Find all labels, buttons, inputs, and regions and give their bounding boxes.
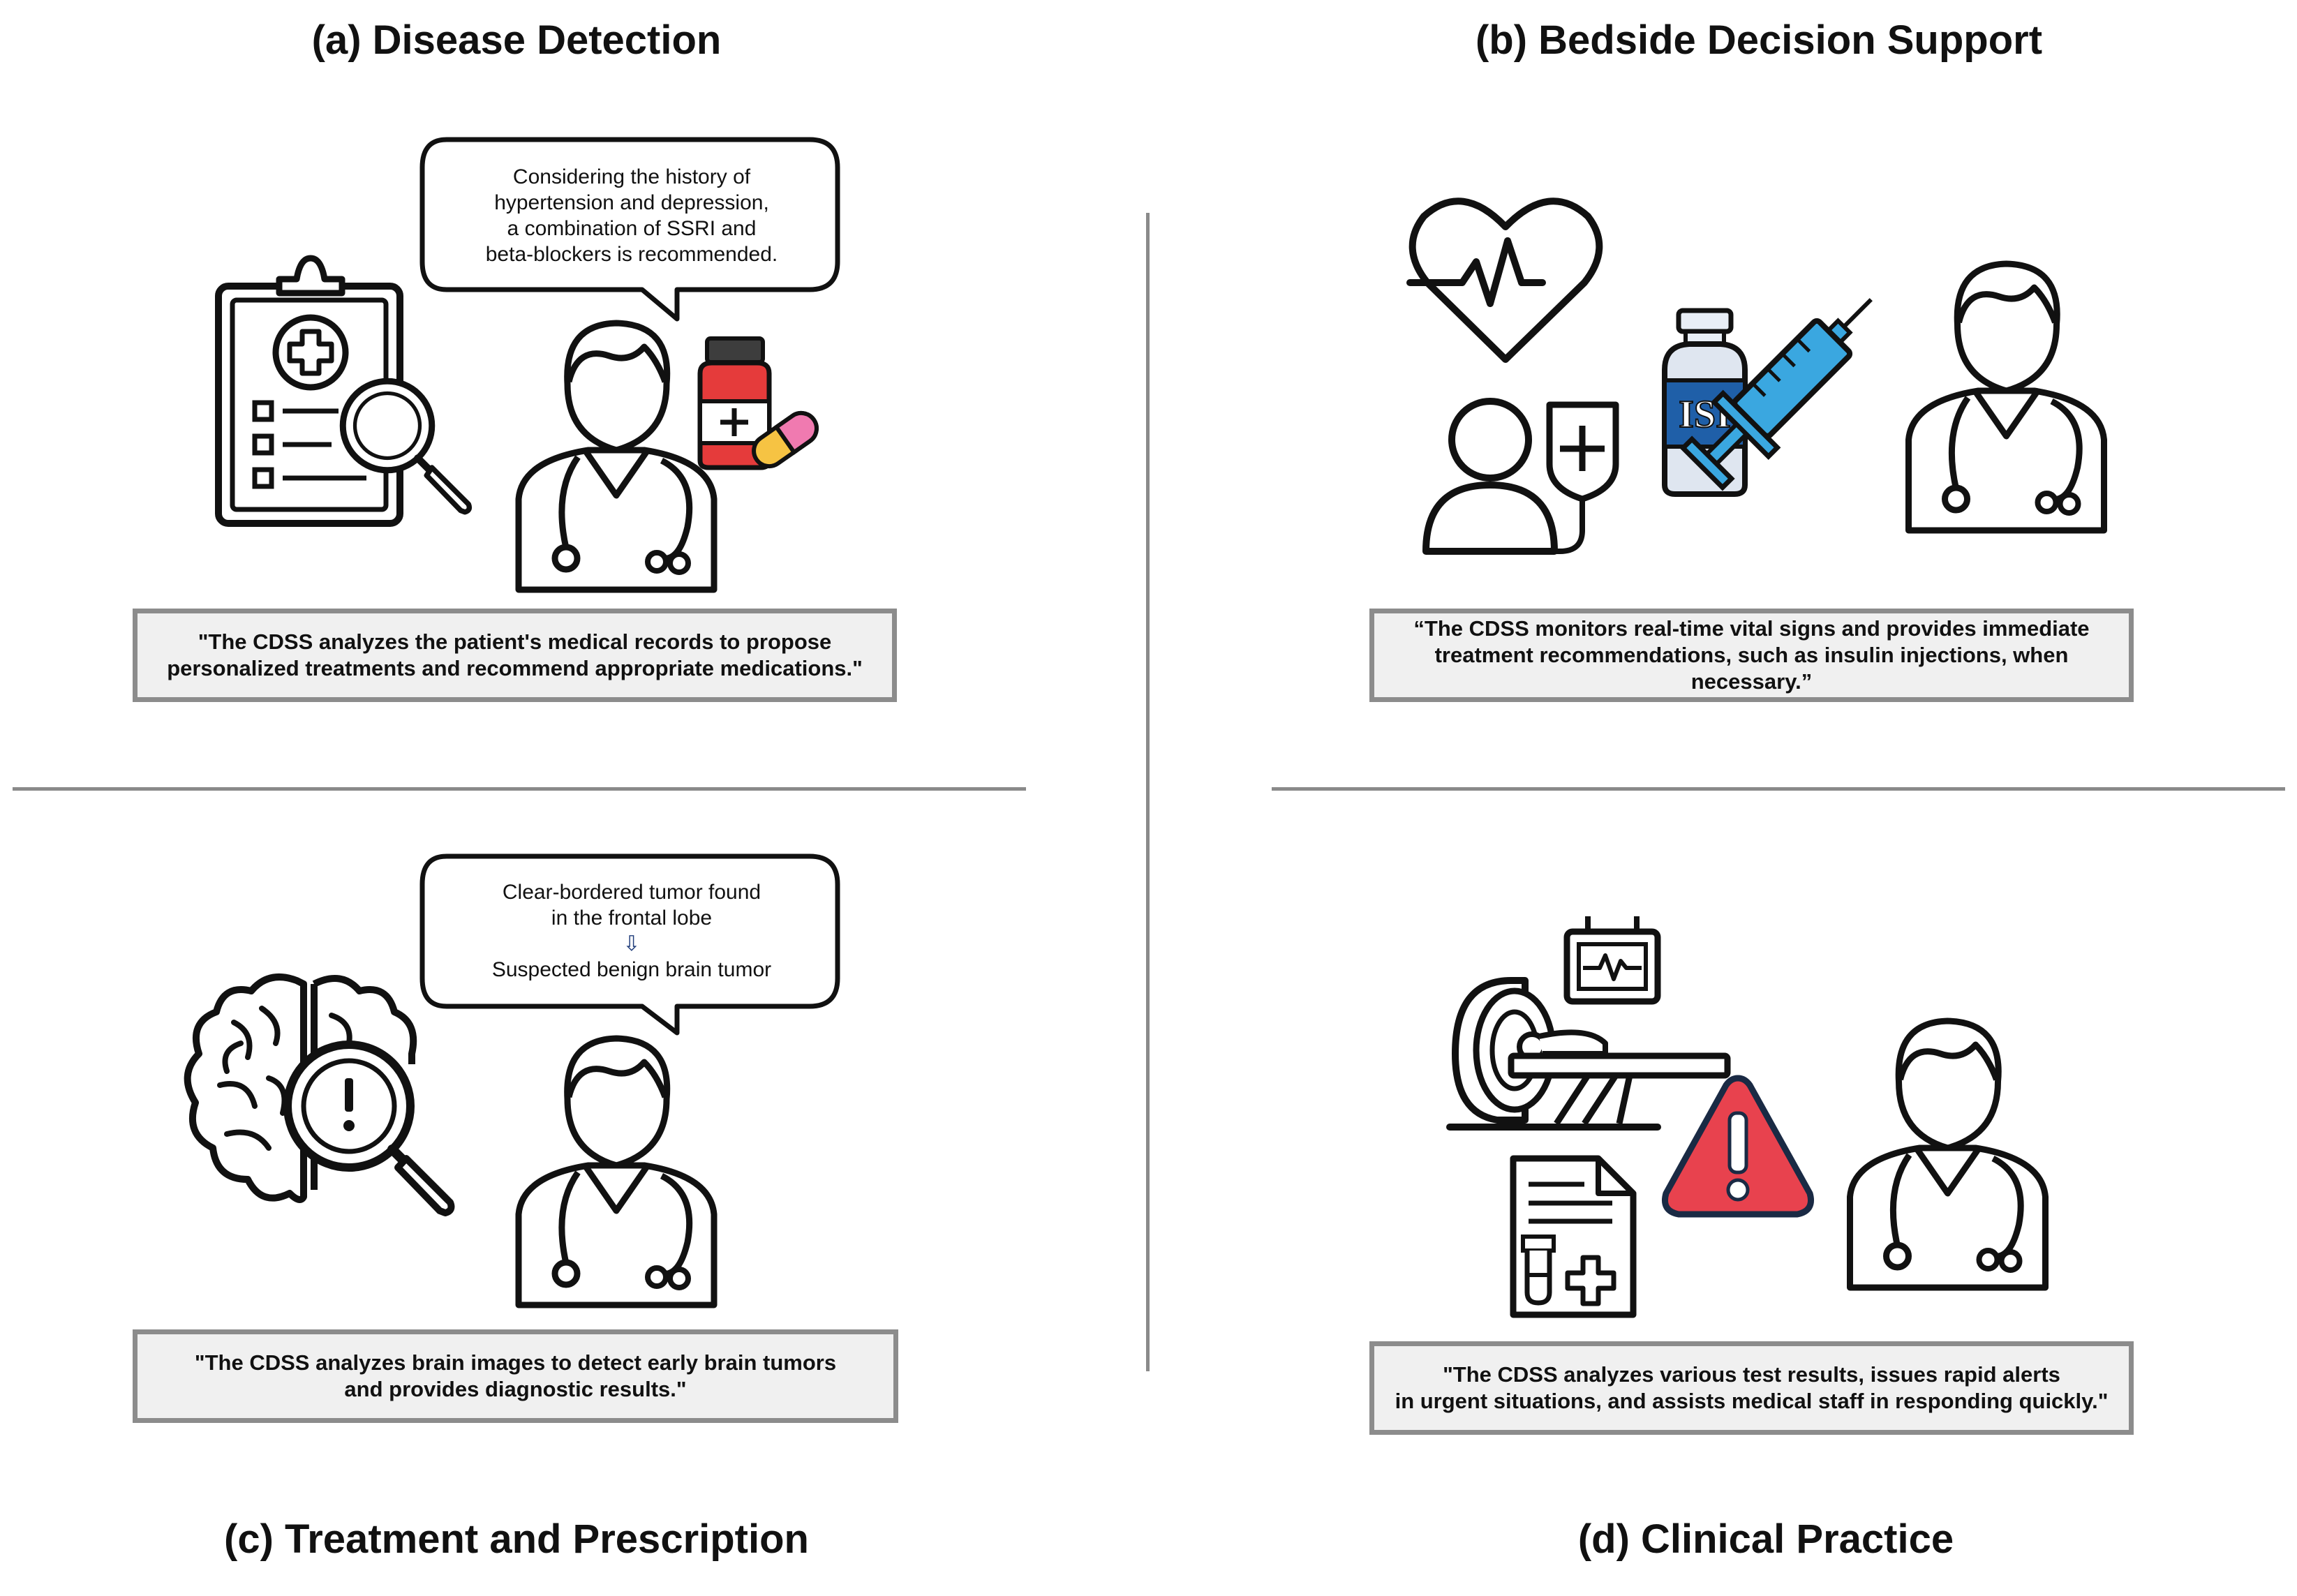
panel-b-title: (b) Bedside Decision Support — [1475, 17, 2043, 63]
horizontal-divider-right — [1272, 787, 2285, 791]
panel-d-title: (d) Clinical Practice — [1577, 1516, 1954, 1562]
caption-d: "The CDSS analyzes various test results,… — [1369, 1341, 2134, 1435]
brain-icon — [184, 974, 455, 1216]
doctor-icon-d — [1834, 1015, 2061, 1291]
panel-a-title: (a) Disease Detection — [311, 17, 722, 63]
doctor-icon-c — [501, 1033, 731, 1312]
speech-bubble-c — [419, 853, 840, 1036]
monitor-icon — [1563, 916, 1661, 1005]
patient-iv-icon — [1422, 398, 1619, 555]
syringe-icon — [1679, 298, 1873, 491]
clipboard-icon — [215, 255, 478, 527]
bubble-text-c: Clear-bordered tumor found in the fronta… — [491, 881, 772, 981]
heart-rate-icon — [1406, 197, 1603, 363]
doctor-icon-b — [1893, 258, 2120, 534]
mri-scanner-icon — [1446, 977, 1731, 1131]
speech-bubble-a — [419, 137, 840, 322]
vertical-divider — [1146, 213, 1150, 1371]
caption-a: "The CDSS analyzes the patient's medical… — [133, 609, 897, 702]
warning-icon — [1662, 1075, 1814, 1218]
lab-report-icon — [1510, 1155, 1637, 1318]
caption-b: “The CDSS monitors real-time vital signs… — [1369, 609, 2134, 702]
medicine-bottle-icon — [697, 336, 819, 470]
panel-c-title: (c) Treatment and Prescription — [224, 1516, 809, 1562]
caption-c: "The CDSS analyzes brain images to detec… — [133, 1329, 898, 1423]
bubble-text-a: Considering the history of hypertension … — [485, 165, 778, 266]
horizontal-divider-left — [13, 787, 1026, 791]
